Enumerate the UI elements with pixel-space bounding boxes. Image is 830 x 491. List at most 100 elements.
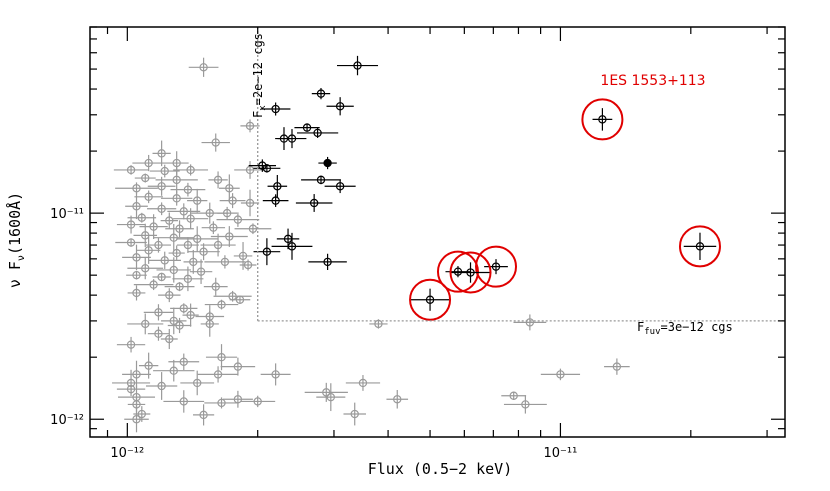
gray-data-point <box>136 236 161 264</box>
gray-data-point <box>115 238 147 247</box>
gray-data-point <box>148 251 181 270</box>
gray-data-point <box>127 285 146 301</box>
gray-data-point <box>170 303 198 314</box>
gray-data-point <box>152 140 171 167</box>
highlight-ring <box>475 245 518 288</box>
gray-data-point <box>201 221 226 235</box>
gray-data-point <box>147 176 176 196</box>
point-marker <box>358 378 368 388</box>
point-marker <box>157 182 166 191</box>
gray-data-point <box>501 391 527 400</box>
point-marker <box>521 400 530 409</box>
point-marker <box>149 222 158 231</box>
point-marker <box>175 282 184 291</box>
point-marker <box>235 295 245 304</box>
point-marker <box>169 366 178 375</box>
gray-data-point <box>127 313 164 335</box>
point-marker <box>189 257 198 267</box>
gray-data-point <box>316 383 346 412</box>
point-marker <box>132 184 141 193</box>
point-marker <box>262 247 272 256</box>
black-data-point <box>295 194 333 212</box>
black-data-point <box>262 194 289 207</box>
point-marker <box>144 361 153 370</box>
gray-data-point <box>155 166 198 194</box>
flux-cut-annotation-tail: =2e−12 cgs <box>251 33 265 105</box>
point-marker <box>144 246 153 255</box>
highlighted-data-point <box>592 108 613 131</box>
point-marker <box>491 262 501 271</box>
point-marker <box>160 256 169 265</box>
gray-data-point <box>125 193 148 220</box>
point-marker <box>425 295 435 304</box>
gray-data-point <box>160 329 178 350</box>
fuv-cut-annotation: Ffuv=3e−12 cgs <box>637 320 733 337</box>
gray-data-point <box>204 397 239 409</box>
gray-data-point <box>304 382 348 402</box>
gray-data-point <box>133 279 174 291</box>
point-marker <box>302 123 312 132</box>
gray-data-point <box>160 212 178 229</box>
gray-data-point <box>234 223 272 235</box>
y-tick-label: 10⁻¹² <box>50 413 84 428</box>
point-marker <box>217 352 226 362</box>
point-marker <box>126 238 136 247</box>
point-marker <box>179 304 188 313</box>
gray-data-point <box>216 212 260 227</box>
point-marker <box>169 233 178 242</box>
gray-data-point <box>180 370 215 396</box>
black-data-point <box>267 174 288 198</box>
point-marker <box>393 395 402 404</box>
point-marker <box>157 381 166 391</box>
point-marker <box>225 232 234 241</box>
point-marker <box>233 362 243 371</box>
gray-data-point <box>122 360 151 389</box>
gray-data-point <box>187 188 208 213</box>
gray-data-point <box>163 390 205 413</box>
point-marker <box>196 267 206 276</box>
gray-data-point <box>124 406 149 433</box>
point-marker <box>132 253 141 262</box>
point-marker <box>335 182 345 191</box>
point-marker <box>157 204 166 213</box>
point-marker <box>313 128 322 138</box>
black-data-point <box>324 179 356 194</box>
gray-data-point <box>116 215 146 234</box>
gray-data-point <box>167 203 201 220</box>
gray-data-point <box>158 288 181 303</box>
point-marker <box>233 215 243 224</box>
point-marker <box>213 370 223 379</box>
gray-data-point <box>153 359 195 382</box>
point-marker <box>211 138 220 147</box>
point-marker <box>245 121 255 131</box>
point-marker <box>316 175 326 185</box>
gray-data-point <box>240 395 276 408</box>
gray-data-point <box>147 326 170 341</box>
filled-data-point <box>318 156 337 170</box>
gray-data-point <box>161 307 187 335</box>
point-marker <box>193 378 202 388</box>
point-marker <box>598 115 607 124</box>
point-marker <box>525 318 535 327</box>
gray-data-point <box>229 295 251 304</box>
x-axis-label: Flux (0.5−2 keV) <box>368 460 513 478</box>
gray-data-point <box>218 174 240 203</box>
point-marker <box>262 164 272 173</box>
gray-data-point <box>604 358 630 375</box>
gray-data-point <box>386 389 409 409</box>
point-marker <box>353 61 362 70</box>
point-marker <box>199 247 208 256</box>
point-marker <box>144 192 153 202</box>
highlighted-data-point <box>449 262 492 283</box>
gray-data-point <box>134 190 163 204</box>
highlight-ring <box>436 250 479 293</box>
gray-data-point <box>203 277 228 296</box>
gray-data-point <box>133 223 158 248</box>
point-marker <box>172 175 181 185</box>
point-marker <box>245 165 255 175</box>
point-marker <box>175 321 184 330</box>
gray-data-point <box>168 245 185 261</box>
gray-data-point <box>240 189 260 217</box>
gray-data-point <box>182 303 199 327</box>
point-marker <box>179 207 188 216</box>
